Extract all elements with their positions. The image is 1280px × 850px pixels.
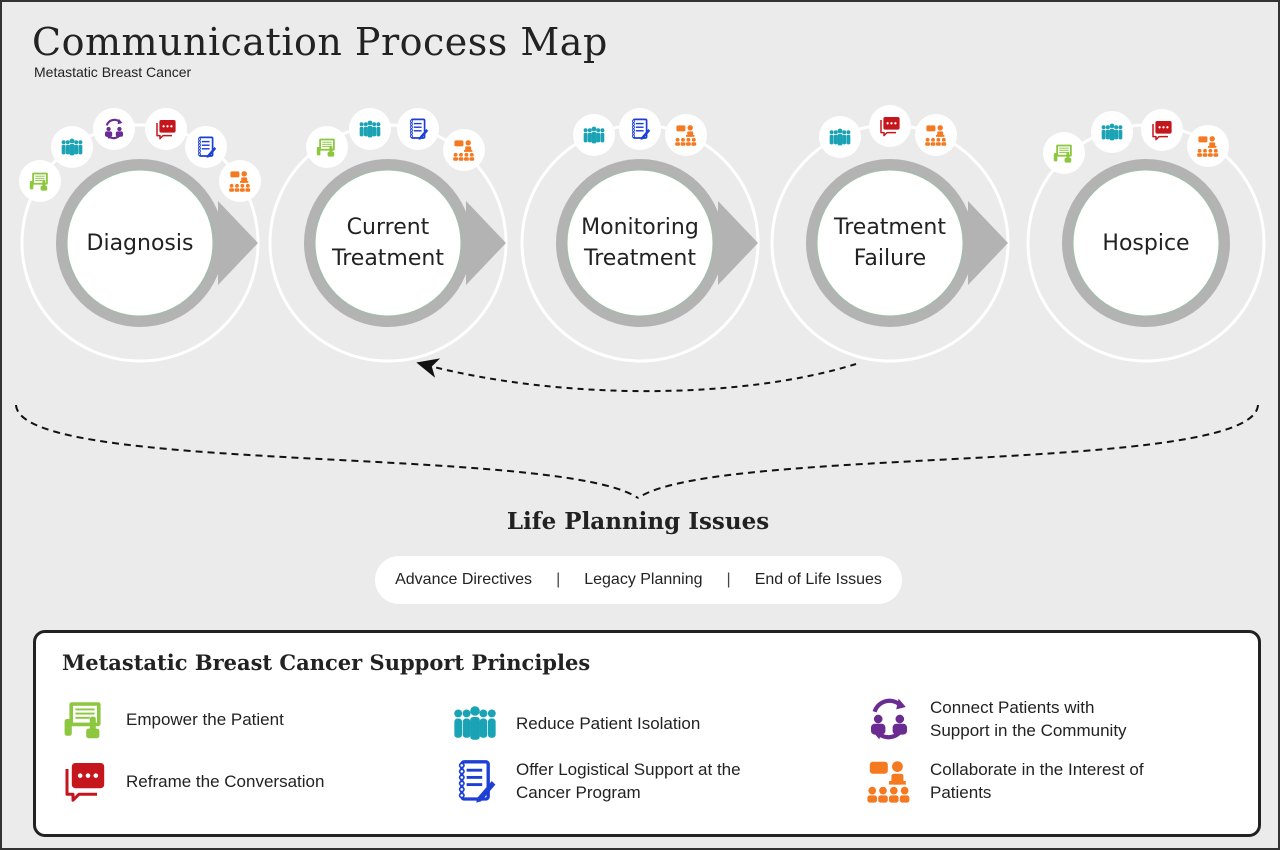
stage-center: [1072, 169, 1220, 317]
logistics-icon: [397, 108, 439, 150]
principle-item: Reframe the Conversation: [58, 757, 324, 805]
isolation-icon: [573, 114, 615, 156]
collaborate-icon: [867, 761, 910, 803]
stage-0: [19, 108, 261, 363]
stage-center: [314, 169, 462, 317]
empower-icon: [64, 702, 101, 739]
life-planning-item: End of Life Issues: [754, 571, 882, 588]
stage-center: [66, 169, 214, 317]
reframe-icon: [869, 105, 911, 147]
collaborate-icon: [1187, 125, 1229, 167]
reframe-icon: [1141, 109, 1183, 151]
reframe-icon: [65, 763, 105, 802]
logistics-icon: [458, 760, 496, 803]
stage-label: Hospice: [1102, 230, 1190, 256]
stage-center: [816, 169, 964, 317]
logistics-icon: [619, 108, 661, 150]
collaborate-icon: [915, 114, 957, 156]
stage-label: Monitoring Treatment: [581, 215, 699, 271]
principle-item: Offer Logistical Support at the Cancer P…: [448, 757, 741, 805]
stage-4: [1026, 109, 1266, 363]
principle-label: Connect Patients with Support in the Com…: [930, 698, 1127, 740]
stage-label: Diagnosis: [86, 230, 194, 256]
stage-label: Current Treatment: [332, 215, 444, 271]
principles-title: Metastatic Breast Cancer Support Princip…: [62, 650, 591, 675]
stage-arrow: [466, 201, 506, 285]
principle-item: Reduce Patient Isolation: [448, 699, 700, 747]
stage-3: [770, 105, 1010, 363]
principle-label: Offer Logistical Support at the Cancer P…: [516, 760, 741, 802]
principle-label: Collaborate in the Interest of Patients: [930, 760, 1144, 802]
collaborate-icon: [443, 129, 485, 171]
connect-icon: [93, 108, 135, 150]
connect-icon: [871, 698, 907, 740]
stage-arrow: [218, 201, 258, 285]
separator: |: [726, 571, 731, 588]
life-planning-item: Advance Directives: [395, 571, 533, 588]
principle-item: Empower the Patient: [58, 695, 284, 743]
principle-item: Connect Patients with Support in the Com…: [862, 695, 1127, 743]
stage-arrow: [718, 201, 758, 285]
principle-item: Collaborate in the Interest of Patients: [862, 757, 1144, 805]
return-arrow: [416, 358, 857, 393]
isolation-icon: [819, 116, 861, 158]
stage-2: [520, 108, 760, 363]
brace-left: [15, 404, 639, 499]
logistics-icon: [185, 126, 227, 168]
principle-label: Reduce Patient Isolation: [516, 713, 701, 733]
principle-label: Empower the Patient: [126, 709, 284, 729]
stage-center: [566, 169, 714, 317]
life-planning-title: Life Planning Issues: [506, 508, 770, 535]
isolation-icon: [1091, 111, 1133, 153]
page-subtitle: Metastatic Breast Cancer: [34, 64, 192, 80]
isolation-icon: [51, 126, 93, 168]
empower-icon: [306, 126, 348, 168]
page-title: Communication Process Map: [32, 20, 608, 64]
support-principles-panel: Metastatic Breast Cancer Support Princip…: [33, 630, 1261, 837]
isolation-icon: [349, 108, 391, 150]
life-planning-item: Legacy Planning: [584, 571, 703, 588]
stage-label: Treatment Failure: [834, 215, 946, 271]
brace-right: [637, 404, 1259, 499]
collaborate-icon: [219, 160, 261, 202]
life-planning-items: Advance Directives | Legacy Planning | E…: [375, 556, 902, 604]
principle-label: Reframe the Conversation: [126, 771, 325, 791]
stage-1: [268, 108, 508, 363]
isolation-icon: [454, 706, 496, 740]
empower-icon: [19, 160, 61, 202]
reframe-icon: [145, 108, 187, 150]
empower-icon: [1043, 132, 1085, 174]
collaborate-icon: [665, 114, 707, 156]
separator: |: [556, 571, 561, 588]
stage-arrow: [968, 201, 1008, 285]
